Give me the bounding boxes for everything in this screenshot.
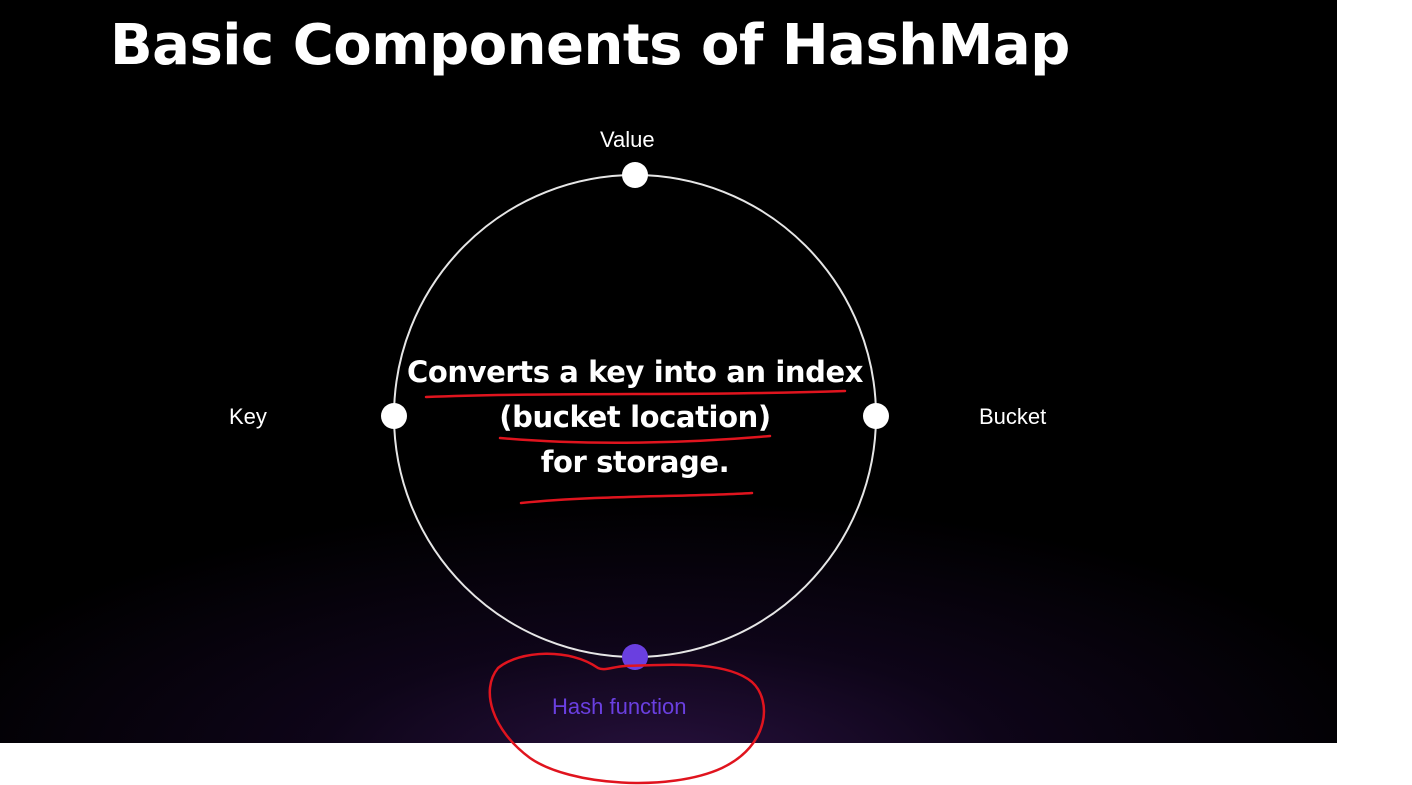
description-line: (bucket location) — [499, 400, 771, 434]
slide: Basic Components of HashMap — [0, 0, 1337, 743]
description-line: Converts a key into an index — [406, 355, 864, 389]
background-glow — [0, 0, 1337, 743]
hash-function-description: Converts a key into an index (bucket loc… — [395, 350, 875, 485]
bucket-node — [863, 403, 889, 429]
value-label: Value — [600, 127, 655, 152]
slide-title: Basic Components of HashMap — [110, 13, 1070, 78]
right-margin — [1337, 0, 1412, 743]
description-line: for storage. — [540, 445, 730, 479]
key-node — [381, 403, 407, 429]
underline-annotation-1 — [424, 389, 847, 399]
underline-annotation-3 — [519, 491, 754, 505]
value-node — [622, 162, 648, 188]
bucket-label: Bucket — [979, 404, 1047, 429]
hash-function-label: Hash function — [552, 694, 687, 719]
hash-function-node — [622, 644, 648, 670]
hash-function-circle-annotation — [488, 652, 766, 785]
key-label: Key — [229, 404, 267, 429]
underline-annotation-2 — [498, 434, 772, 445]
